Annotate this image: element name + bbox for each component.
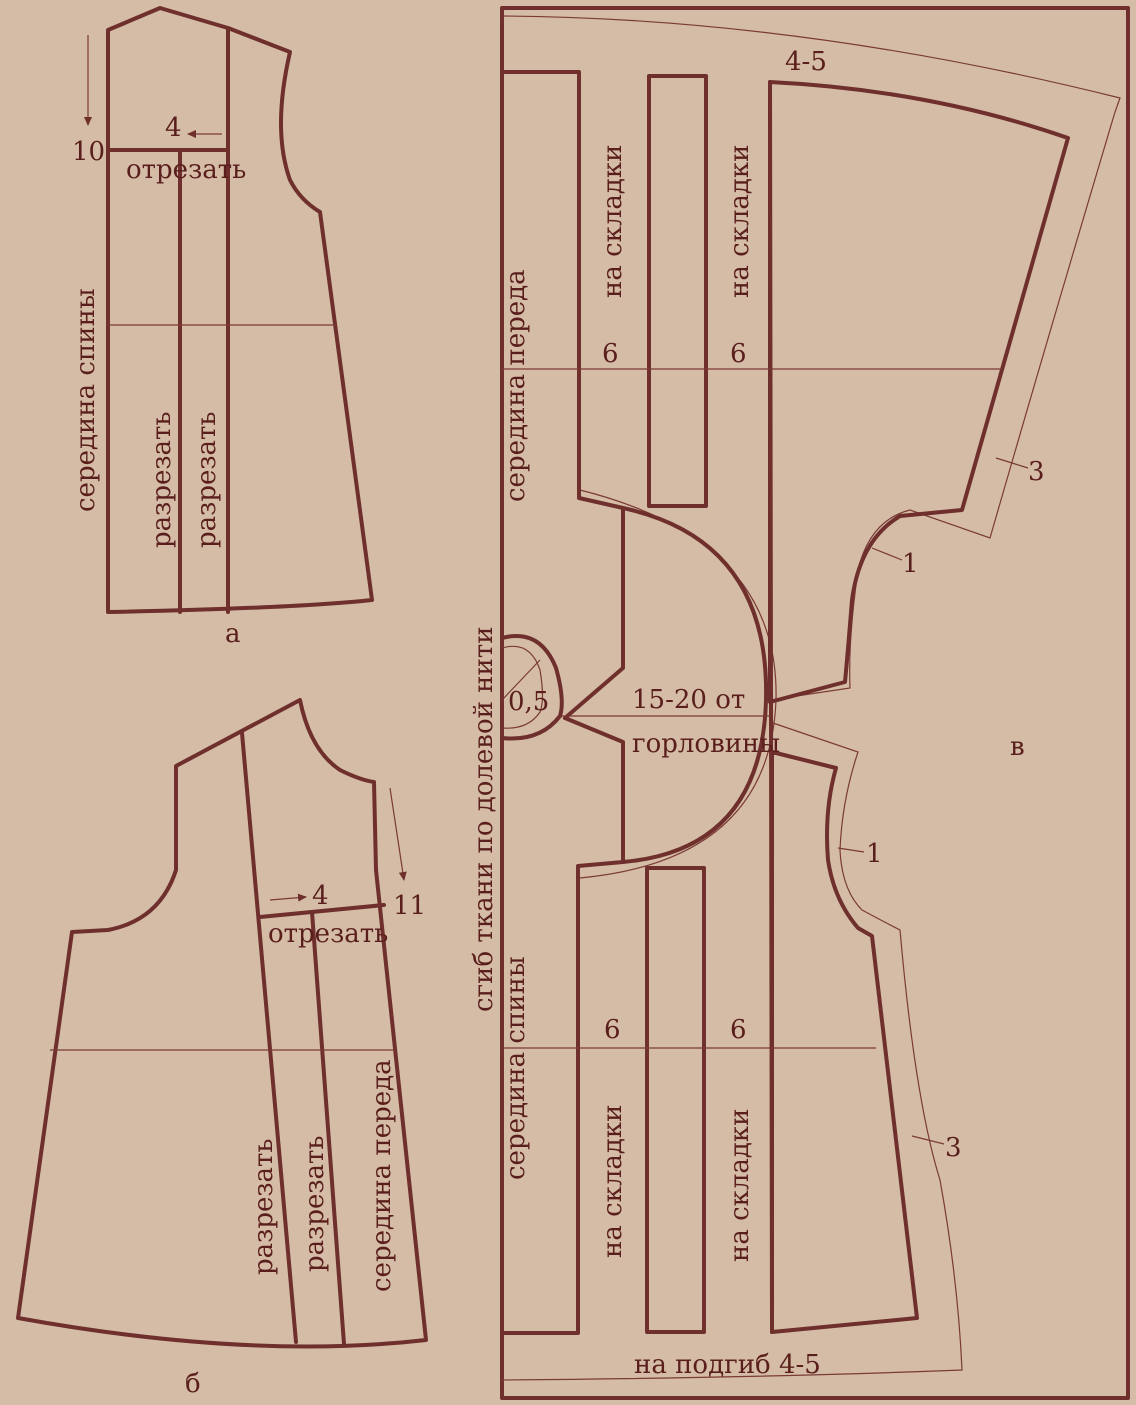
panel-v-back-center-piece [500,716,625,1335]
panel-v-allowance-bottom [501,721,963,1381]
panel-v-back-pleat-strip [645,866,706,1334]
panel-v-seam-1-leader-a [871,547,903,561]
panel-v-front-pleat-strip [647,74,708,508]
panel-b-slash-label-2: разрезать [300,1135,330,1272]
panel-b-outline [16,698,428,1349]
panel-v-pleats-top-2: на складки [725,144,755,298]
panel-v-pleats-bottom-2: на складки [725,1108,755,1262]
panel-v-seam-3-leader-a [995,457,1029,469]
panel-v-neck-radius-line [501,659,541,701]
panel-v-hem-allowance-label: на подгиб 4-5 [634,1350,821,1380]
panel-a-num-4: 4 [165,113,182,143]
panel-v-front-side-piece [768,80,1070,704]
panel-v-center-front-label: середина переда [501,269,531,502]
panel-v-seam-1-leader-b [837,847,865,853]
panel-v-caption: в [1010,732,1025,762]
panel-v-six-bottom-2: 6 [730,1015,747,1045]
panel-a-center-back-label: середина спины [71,288,101,512]
panel-b-caption: б [185,1369,201,1399]
panel-v-layout: сгиб ткани по долевой нити середина пере… [469,6,1130,1400]
panel-b-slash-line-2 [310,910,346,1346]
panel-v-six-top-1: 6 [602,339,619,369]
panel-b-cut-off-label: отрезать [268,919,388,949]
panel-v-seam-3b-label: 3 [945,1133,962,1163]
panel-v-neck-radius-label: 0,5 [508,687,549,717]
panel-v-allowance-top [501,15,1121,701]
panel-v-center-line [768,80,774,1334]
panel-v-front-center-piece [500,70,625,720]
panel-a-cut-off-label: отрезать [126,155,246,185]
panel-v-six-bottom-1: 6 [604,1015,621,1045]
panel-v-top-allowance-label: 4-5 [785,47,827,77]
panel-v-seam-3a-label: 3 [1028,457,1045,487]
panel-b-num-11: 11 [393,891,426,921]
panel-v-seam-3-leader-b [911,1135,945,1145]
panel-v-center-back-label: середина спины [501,956,531,1180]
panel-b-front-pattern: 4 11 отрезать разрезать разрезать середи… [16,698,428,1399]
panel-a-back-pattern: 10 4 отрезать середина спины разрезать р… [71,6,374,649]
panel-v-fabric-frame [500,6,1130,1400]
panel-b-center-front-label: середина переда [367,1059,397,1292]
panel-v-neck-small-allowance [501,645,544,729]
panel-a-num-10: 10 [72,137,105,167]
panel-b-cut-line [258,903,386,919]
panel-a-slash-label-2: разрезать [192,411,222,548]
panel-v-neckline-curve [621,506,769,864]
panel-a-slash-label-1: разрезать [147,411,177,548]
panel-v-pleats-bottom-1: на складки [598,1104,628,1258]
panel-b-shift-arrow [269,893,307,902]
panel-b-slash-label-1: разрезать [249,1138,279,1275]
panel-v-pleats-top-1: на складки [598,144,628,298]
panel-v-neck-allowance [579,489,777,879]
panel-b-grain-arrow [389,787,407,881]
panel-v-from-neck-label-1: 15-20 от [632,685,745,715]
panel-v-fold-grain-label: сгиб ткани по долевой нити [469,626,499,1012]
panel-a-outline [106,6,374,614]
panel-a-caption: а [225,619,241,649]
panel-v-neck-small-curve [500,634,564,741]
panel-b-slash-line-1 [240,731,298,1344]
panel-b-num-4: 4 [312,881,329,911]
panel-v-six-top-2: 6 [730,339,747,369]
panel-v-seam-1b-label: 1 [866,839,883,869]
panel-v-back-side-piece [770,750,919,1334]
panel-v-seam-1a-label: 1 [902,549,919,579]
panel-v-from-neck-label-2: горловины [632,729,780,759]
